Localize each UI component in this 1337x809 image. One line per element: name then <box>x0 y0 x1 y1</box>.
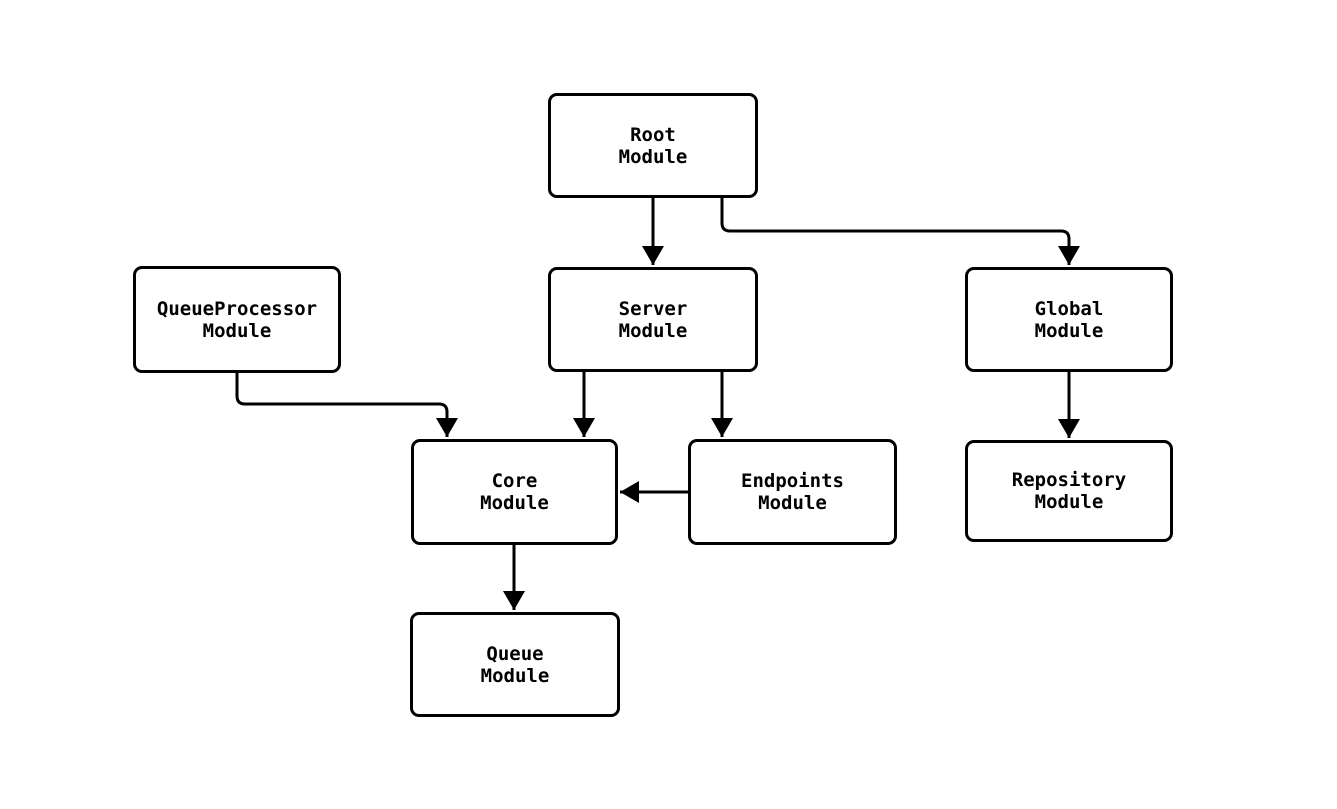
edge-root-module-to-global-module <box>720 198 1080 265</box>
node-label: Core Module <box>480 470 549 514</box>
node-label: Repository Module <box>1011 469 1127 513</box>
node-repository-module: Repository Module <box>965 440 1173 542</box>
node-label: Server Module <box>618 297 688 342</box>
node-server-module: Server Module <box>548 267 758 372</box>
node-endpoints-module: Endpoints Module <box>688 439 897 545</box>
node-label: Queue Module <box>480 642 550 687</box>
edge-group <box>235 198 1080 610</box>
node-global-module: Global Module <box>965 267 1173 372</box>
edge-queueprocessor-module-to-core-module <box>235 373 458 437</box>
node-label: Endpoints Module <box>741 470 844 514</box>
node-label: QueueProcessor Module <box>156 297 318 342</box>
node-core-module: Core Module <box>411 439 618 545</box>
node-label: Root Module <box>618 123 688 168</box>
node-queueprocessor-module: QueueProcessor Module <box>133 266 341 373</box>
node-root-module: Root Module <box>548 93 758 198</box>
node-label: Global Module <box>1034 297 1104 342</box>
node-queue-module: Queue Module <box>410 612 620 717</box>
